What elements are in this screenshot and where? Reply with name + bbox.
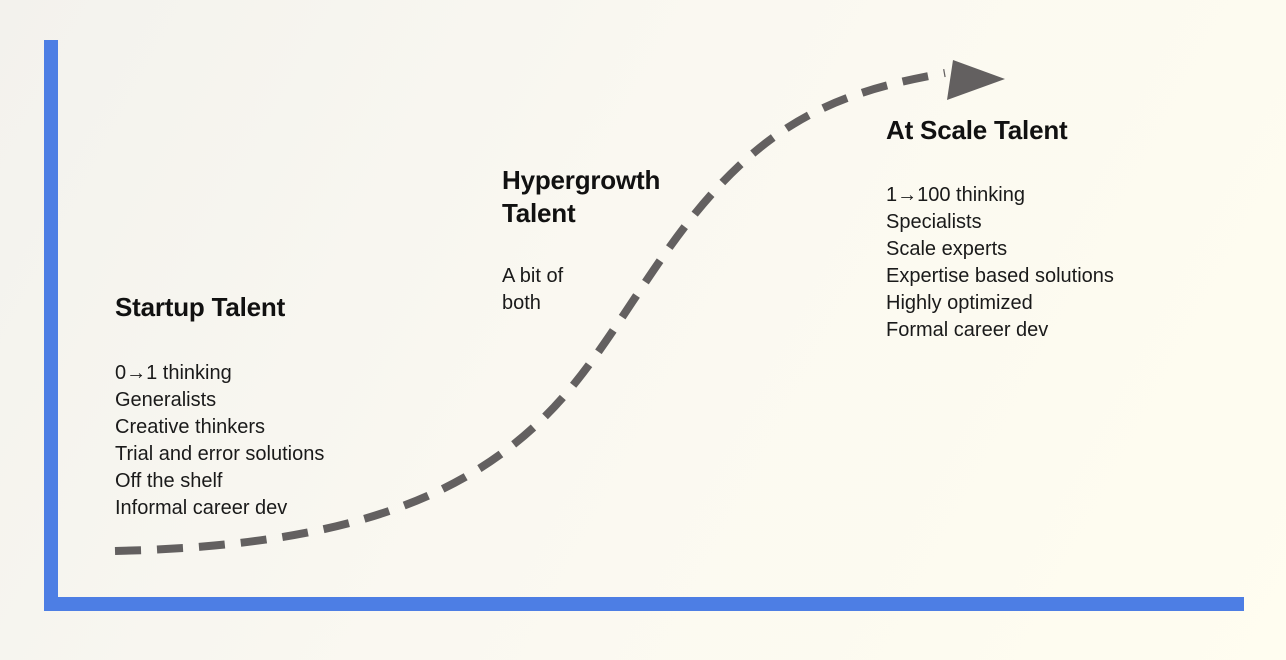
stage-item: Off the shelf: [115, 470, 223, 492]
stage-item: 1→100 thinking: [886, 184, 1025, 206]
stage-startup-talent: Startup Talent 0→1 thinking Generalists …: [115, 291, 324, 522]
stage-item: Expertise based solutions: [886, 265, 1114, 287]
stage-item-list: 0→1 thinking Generalists Creative thinke…: [115, 360, 324, 522]
stage-item: Highly optimized: [886, 292, 1033, 314]
stage-item: 0→1 thinking: [115, 362, 232, 384]
stage-title: Startup Talent: [115, 292, 286, 322]
stage-item: Scale experts: [886, 238, 1008, 260]
stage-hypergrowth-talent: Hypergrowth Talent A bit of both: [502, 164, 717, 317]
stage-title: Hypergrowth Talent: [502, 165, 661, 228]
stage-item-list: A bit of both: [502, 263, 717, 317]
stage-item: Generalists: [115, 389, 217, 411]
stage-item: Trial and error solutions: [115, 443, 325, 465]
arrowhead-icon: [947, 60, 1005, 100]
y-axis: [44, 40, 58, 610]
stage-title: At Scale Talent: [886, 115, 1068, 145]
stage-item: Informal career dev: [115, 497, 288, 519]
stage-at-scale-talent: At Scale Talent 1→100 thinking Specialis…: [886, 114, 1114, 344]
growth-curve-path: [114, 69, 946, 555]
x-axis: [44, 597, 1244, 611]
stage-item: A bit of both: [502, 265, 564, 314]
stage-item: Formal career dev: [886, 319, 1049, 341]
stage-item: Specialists: [886, 211, 982, 233]
stage-item-list: 1→100 thinking Specialists Scale experts…: [886, 182, 1114, 344]
stage-item: Creative thinkers: [115, 416, 266, 438]
